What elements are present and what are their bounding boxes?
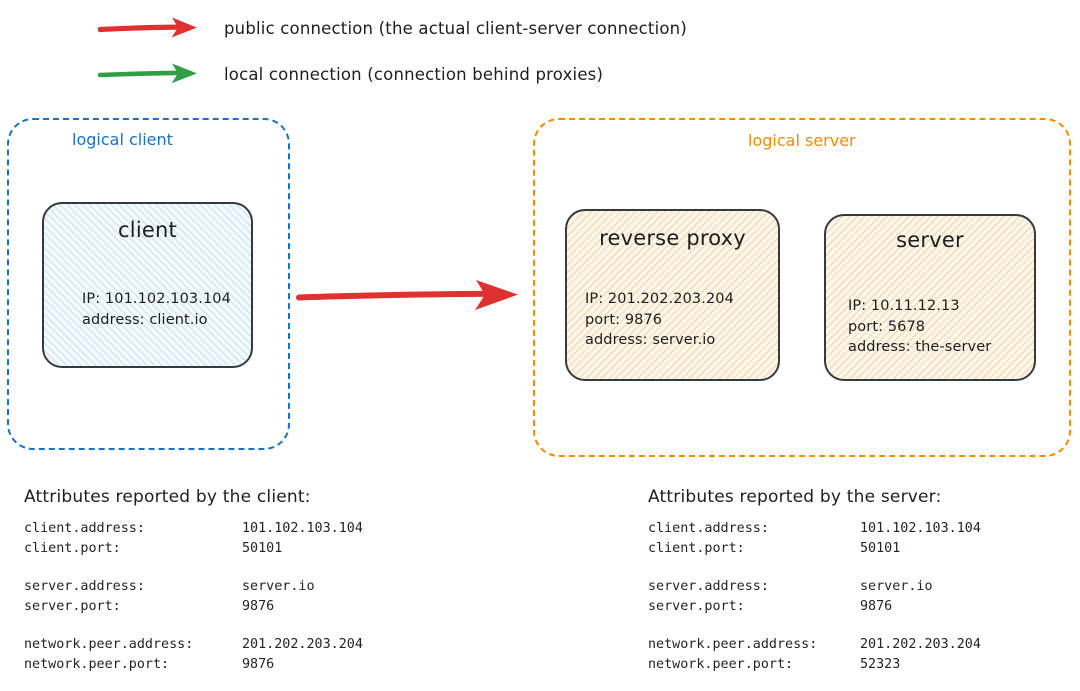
node-reverse-proxy-details: IP: 201.202.203.204 port: 9876 address: … — [585, 291, 734, 349]
attr-value: 9876 — [860, 598, 893, 614]
table-row: client.port: 50101 — [648, 539, 981, 559]
logical-server-container — [533, 118, 1071, 457]
table-row: network.peer.port: 52323 — [648, 655, 981, 675]
attributes-server-table: client.address: 101.102.103.104 client.p… — [648, 519, 981, 674]
node-reverse-proxy[interactable]: reverse proxy IP: 201.202.203.204 port: … — [565, 209, 780, 381]
attr-value: 101.102.103.104 — [860, 521, 981, 536]
table-row: server.port: 9876 — [648, 597, 981, 617]
table-row: network.peer.address: 201.202.203.204 — [648, 635, 981, 655]
table-row: client.address: 101.102.103.104 — [24, 519, 363, 539]
arrow-right-icon — [98, 63, 197, 84]
node-server-details: IP: 10.11.12.13 port: 5678 address: the-… — [848, 298, 992, 356]
attr-key: client.address: — [24, 521, 145, 536]
table-row-spacer — [24, 558, 363, 577]
attr-key: network.peer.address: — [24, 637, 194, 652]
node-client-details: IP: 101.102.103.104 address: client.io — [82, 291, 231, 328]
attr-value: 9876 — [242, 656, 275, 672]
logical-server-caption: logical server — [748, 131, 856, 150]
legend-label-local-connection: local connection (connection behind prox… — [224, 64, 604, 84]
attr-key: server.port: — [24, 598, 121, 614]
table-row-spacer — [648, 616, 981, 635]
node-reverse-proxy-title: reverse proxy — [599, 226, 746, 250]
table-row: client.address: 101.102.103.104 — [648, 519, 981, 539]
table-row: network.peer.port: 9876 — [24, 655, 363, 675]
attr-key: client.port: — [648, 540, 745, 556]
arrow-right-icon — [98, 17, 197, 38]
attributes-client-table: client.address: 101.102.103.104 client.p… — [24, 519, 363, 674]
attr-value: 9876 — [242, 598, 275, 614]
attr-value: server.io — [860, 579, 933, 594]
attr-key: network.peer.port: — [24, 656, 170, 672]
attr-value: 201.202.203.204 — [860, 637, 981, 652]
table-row-spacer — [648, 558, 981, 577]
table-row: server.address: server.io — [24, 577, 363, 597]
attr-key: server.address: — [648, 579, 769, 594]
attr-value: 50101 — [242, 540, 283, 556]
attr-value: 52323 — [860, 656, 901, 672]
attributes-server-heading: Attributes reported by the server: — [648, 487, 942, 507]
attr-key: client.port: — [24, 540, 121, 556]
attr-key: network.peer.address: — [648, 637, 818, 652]
attr-value: 101.102.103.104 — [242, 521, 363, 536]
node-server[interactable]: server IP: 10.11.12.13 port: 5678 addres… — [824, 214, 1036, 381]
table-row-spacer — [24, 616, 363, 635]
table-row: network.peer.address: 201.202.203.204 — [24, 635, 363, 655]
attr-key: client.address: — [648, 521, 769, 536]
attr-value: 50101 — [860, 540, 901, 556]
table-row: client.port: 50101 — [24, 539, 363, 559]
attributes-client-panel: Attributes reported by the client: clien… — [24, 487, 363, 674]
legend-label-public-connection: public connection (the actual client-ser… — [224, 18, 687, 38]
attr-key: server.address: — [24, 579, 145, 594]
node-server-title: server — [896, 228, 964, 252]
attr-key: server.port: — [648, 598, 745, 614]
logical-client-container — [7, 118, 290, 450]
attributes-server-panel: Attributes reported by the server: clien… — [648, 487, 981, 674]
public-connection-arrow — [296, 280, 518, 310]
attr-key: network.peer.port: — [648, 656, 794, 672]
table-row: server.address: server.io — [648, 577, 981, 597]
legend-item-local-connection: local connection (connection behind prox… — [98, 60, 603, 88]
node-client[interactable]: client IP: 101.102.103.104 address: clie… — [42, 202, 253, 368]
node-client-title: client — [118, 218, 177, 242]
attributes-client-heading: Attributes reported by the client: — [24, 487, 311, 507]
table-row: server.port: 9876 — [24, 597, 363, 617]
legend-item-public-connection: public connection (the actual client-ser… — [98, 14, 687, 42]
logical-client-caption: logical client — [72, 130, 173, 149]
attr-value: server.io — [242, 579, 315, 594]
attr-value: 201.202.203.204 — [242, 637, 363, 652]
